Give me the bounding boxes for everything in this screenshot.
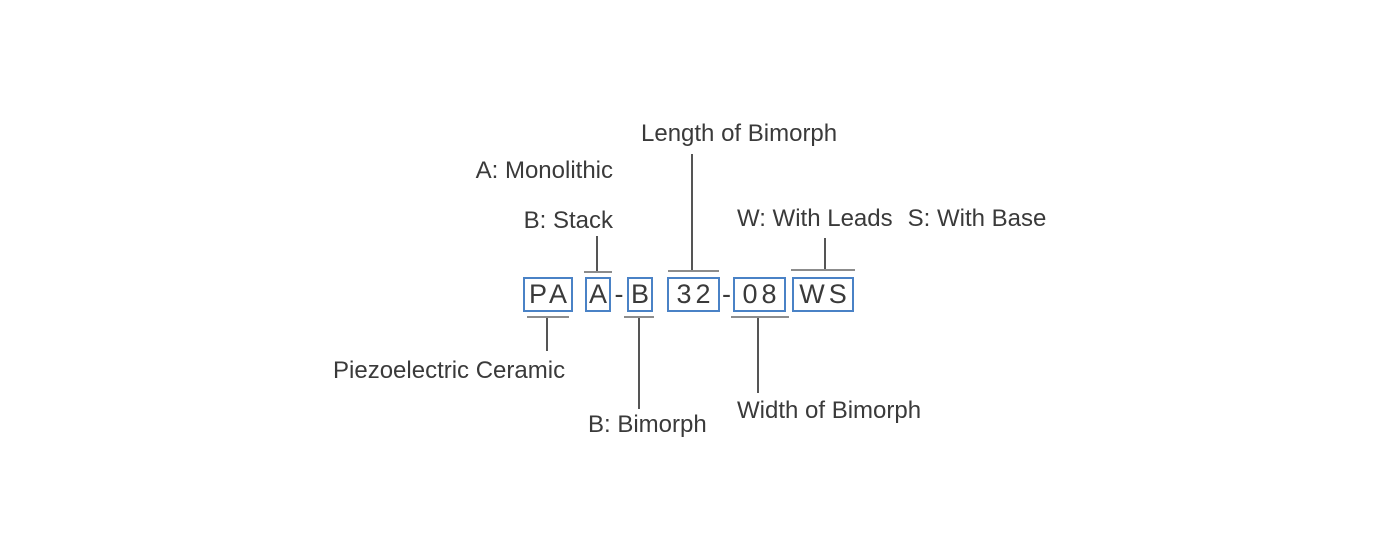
- connector-length-to-32-box: [691, 154, 693, 272]
- tick-below-pa-box: [527, 316, 569, 318]
- label-b-stack: B: Stack: [523, 207, 613, 234]
- code-separator-hyphen: -: [722, 279, 731, 309]
- code-segment-ws: WS: [792, 277, 854, 312]
- tick-above-a-box: [584, 271, 612, 273]
- label-b-bimorph: B: Bimorph: [588, 411, 707, 438]
- label-length-of-bimorph: Length of Bimorph: [641, 120, 838, 147]
- code-segment-width-08: 08: [733, 277, 786, 312]
- code-segment-length-32: 32: [667, 277, 720, 312]
- label-w-with-leads: W: With Leads: [737, 205, 893, 232]
- tick-below-b-box: [624, 316, 654, 318]
- tick-above-ws-box: [791, 269, 855, 271]
- tick-below-08-box: [731, 316, 789, 318]
- connector-08-to-width: [757, 317, 759, 393]
- label-s-with-base: S: With Base: [907, 205, 1047, 232]
- label-piezoelectric-ceramic: Piezoelectric Ceramic: [333, 357, 566, 384]
- tick-above-32-box: [668, 270, 719, 272]
- connector-pa-to-piezoelectric: [546, 317, 548, 351]
- connector-leads-to-ws-box: [824, 238, 826, 270]
- label-width-of-bimorph: Width of Bimorph: [737, 397, 922, 424]
- code-separator-hyphen: -: [614, 279, 624, 309]
- connector-stack-to-a-box: [596, 236, 598, 272]
- label-leads-and-base: W: With Leads S: With Base: [737, 204, 1046, 234]
- label-a-monolithic: A: Monolithic: [475, 157, 613, 184]
- code-segment-a: A: [585, 277, 611, 312]
- code-segment-b: B: [627, 277, 653, 312]
- code-segment-pa: PA: [523, 277, 573, 312]
- connector-b-to-bimorph: [638, 317, 640, 409]
